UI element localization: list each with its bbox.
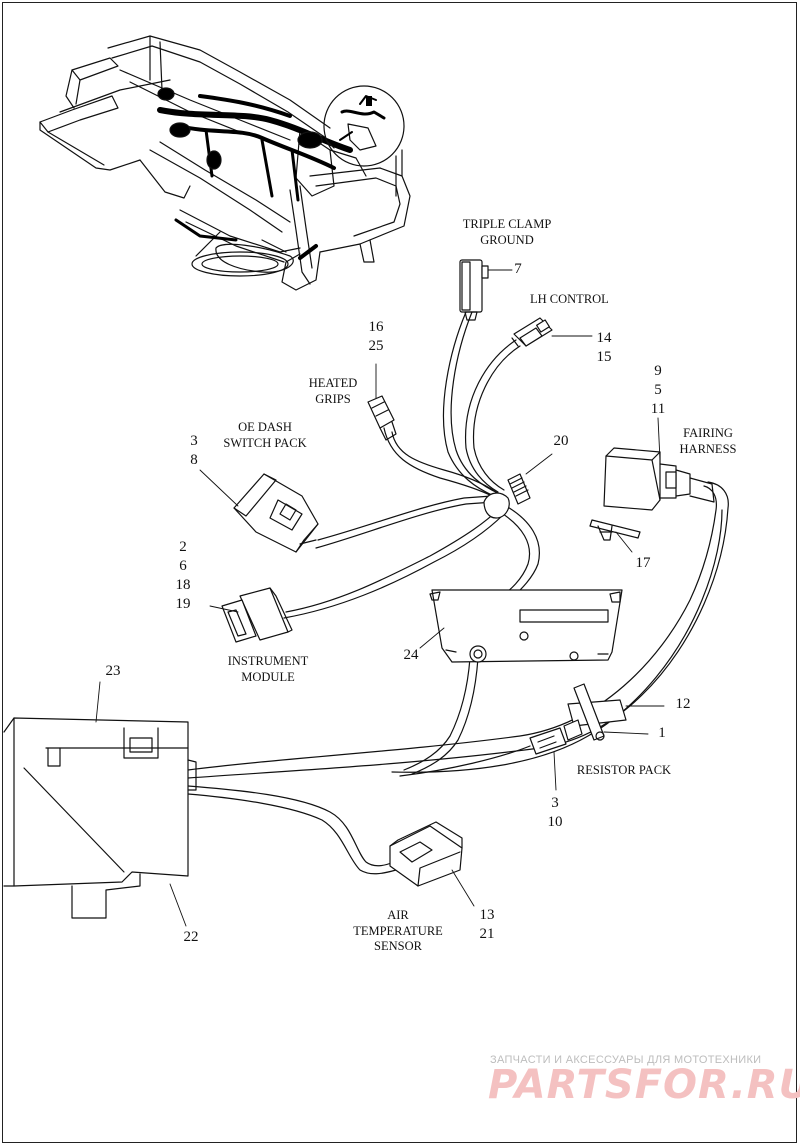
triple-clamp-ground-connector	[459, 259, 489, 321]
label-lh-control: LH CONTROL	[530, 292, 609, 306]
fairing-harness-connector	[603, 447, 715, 511]
fastener-20	[483, 473, 531, 519]
watermark-logo: PARTSFOR.RU	[488, 1062, 800, 1108]
gauge-bracket	[429, 589, 623, 663]
wire-bundle	[187, 311, 729, 875]
watermark-tagline: ЗАПЧАСТИ И АКСЕССУАРЫ ДЛЯ МОТОТЕХНИКИ	[490, 1054, 762, 1066]
callout-22: 22	[183, 929, 199, 945]
lh-control-connector	[511, 317, 553, 347]
callout-23: 23	[105, 663, 121, 679]
leader-lines	[95, 269, 665, 927]
instrument-module-connector	[221, 587, 293, 643]
oe-dash-switch-pack-connector	[233, 473, 319, 553]
clip-17	[589, 519, 641, 541]
callout-17: 17	[635, 555, 651, 571]
callout-12: 12	[675, 696, 691, 712]
heated-grips-connector	[367, 395, 397, 441]
air-temperature-sensor-connector	[389, 821, 463, 887]
label-resistor-pack: RESISTOR PACK	[576, 763, 672, 777]
callout-20: 20	[553, 433, 569, 449]
electrical-box	[3, 717, 197, 919]
callout-24: 24	[403, 647, 419, 663]
motorcycle-frame-illustration	[39, 35, 411, 291]
callout-1: 1	[658, 725, 666, 741]
resistor-pack	[529, 683, 627, 755]
callout-7: 7	[514, 261, 522, 277]
